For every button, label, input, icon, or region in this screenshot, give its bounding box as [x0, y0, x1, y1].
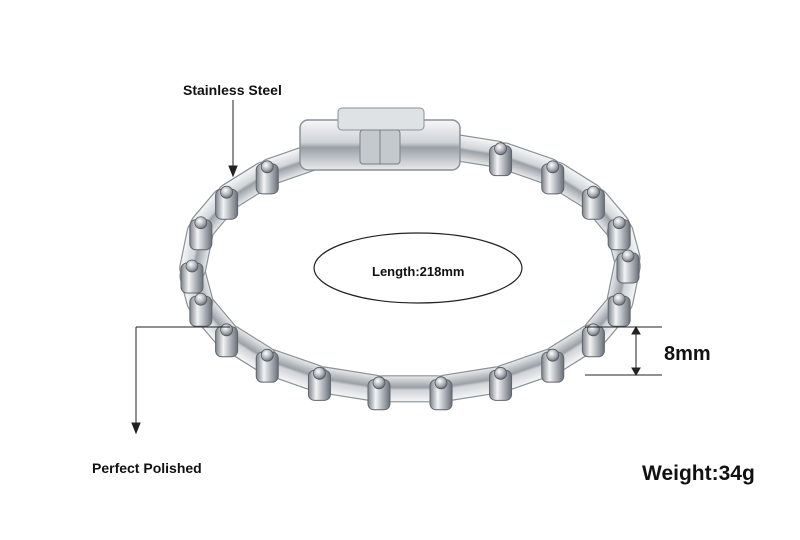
chain-pin: [260, 348, 274, 362]
chain-pin: [612, 292, 626, 306]
chain-pin: [260, 160, 274, 174]
chain-pin: [586, 185, 600, 199]
chain-pin: [185, 259, 199, 273]
chain-pin: [586, 323, 600, 337]
chain-pin: [612, 216, 626, 230]
chain-links: [179, 132, 641, 411]
material-leader-line: [228, 100, 238, 178]
chain-pin: [220, 323, 234, 337]
chain-pin: [546, 348, 560, 362]
chain-pin: [494, 366, 507, 380]
length-label: Length:218mm: [372, 264, 465, 279]
chain-pin: [220, 185, 234, 199]
chain-pin: [372, 376, 386, 390]
chain-pin: [546, 160, 560, 174]
chain-pin: [494, 142, 507, 156]
width-label: 8mm: [664, 343, 711, 365]
finish-leader-line: [131, 326, 230, 435]
chain-pin: [313, 366, 326, 380]
weight-label: Weight:34g: [642, 462, 755, 485]
chain-pin: [194, 292, 208, 306]
clasp: [299, 107, 461, 171]
finish-label: Perfect Polished: [92, 460, 202, 476]
material-label: Stainless Steel: [183, 82, 282, 98]
chain-pin: [434, 376, 448, 390]
length-ellipse: [313, 232, 523, 304]
chain-pin: [194, 216, 208, 230]
chain-pin: [621, 249, 635, 263]
width-dimension: [585, 325, 662, 377]
